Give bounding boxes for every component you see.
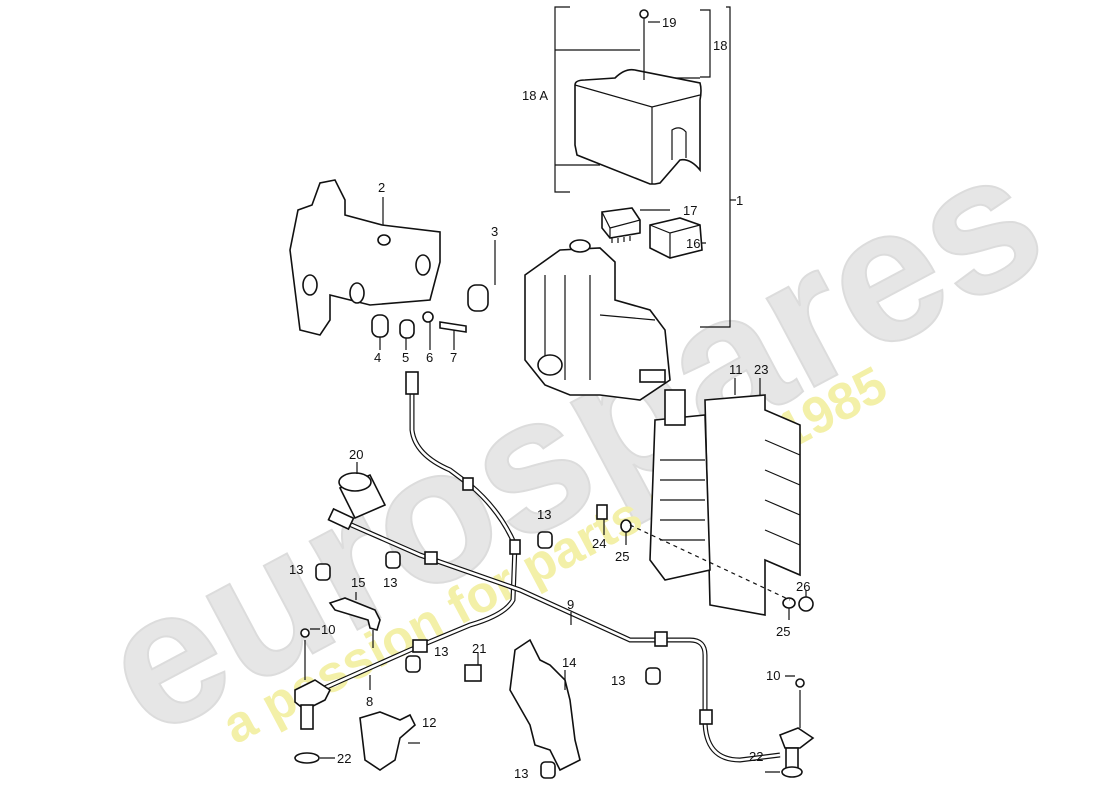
part-label-22: 22 [337, 751, 351, 766]
part-label-21: 21 [472, 641, 486, 656]
part-label-15: 15 [351, 575, 365, 590]
part-label-22: 22 [749, 749, 763, 764]
part-label-9: 9 [567, 597, 574, 612]
part-label-6: 6 [426, 350, 433, 365]
part-label-12: 12 [422, 715, 436, 730]
part-label-1: 1 [736, 193, 743, 208]
part-label-10: 10 [766, 668, 780, 683]
relay-parts [601, 207, 706, 259]
part-label-18A: 18 A [522, 88, 548, 103]
sensor-cables [318, 371, 781, 763]
part-label-11: 11 [729, 362, 743, 377]
part-label-5: 5 [402, 350, 409, 365]
control-unit-part [649, 378, 801, 616]
part-label-13: 13 [434, 644, 448, 659]
clip-part [540, 761, 556, 779]
clip-part [537, 531, 553, 549]
part-label-24: 24 [592, 536, 606, 551]
clip-part [405, 655, 421, 673]
part-label-2: 2 [378, 180, 385, 195]
part-label-13: 13 [537, 507, 551, 522]
part-label-18: 18 [713, 38, 727, 53]
wheel-sensors [294, 628, 815, 778]
cover-part-18 [574, 9, 702, 185]
bracket-part-2 [289, 179, 441, 336]
part-label-14: 14 [562, 655, 576, 670]
part-label-13: 13 [611, 673, 625, 688]
part-label-17: 17 [683, 203, 697, 218]
part-label-8: 8 [366, 694, 373, 709]
part-label-23: 23 [754, 362, 768, 377]
clip-part [645, 667, 661, 685]
clip-part [385, 551, 401, 569]
small-parts-3-7 [371, 240, 496, 350]
part-label-19: 19 [662, 15, 676, 30]
part-label-13: 13 [383, 575, 397, 590]
hydraulic-unit-part [524, 239, 671, 401]
part-label-13: 13 [514, 766, 528, 781]
part-label-20: 20 [349, 447, 363, 462]
part-label-25: 25 [776, 624, 790, 639]
part-label-3: 3 [491, 224, 498, 239]
part-label-16: 16 [686, 236, 700, 251]
fasteners-24-26 [596, 504, 814, 620]
group-brackets [554, 6, 736, 328]
brackets-and-clips [315, 531, 661, 779]
part-label-25: 25 [615, 549, 629, 564]
clip-part [315, 563, 331, 581]
part-label-26: 26 [796, 579, 810, 594]
part-label-13: 13 [289, 562, 303, 577]
sleeve-part-20 [338, 462, 387, 520]
part-label-7: 7 [450, 350, 457, 365]
part-label-10: 10 [321, 622, 335, 637]
part-label-4: 4 [374, 350, 381, 365]
